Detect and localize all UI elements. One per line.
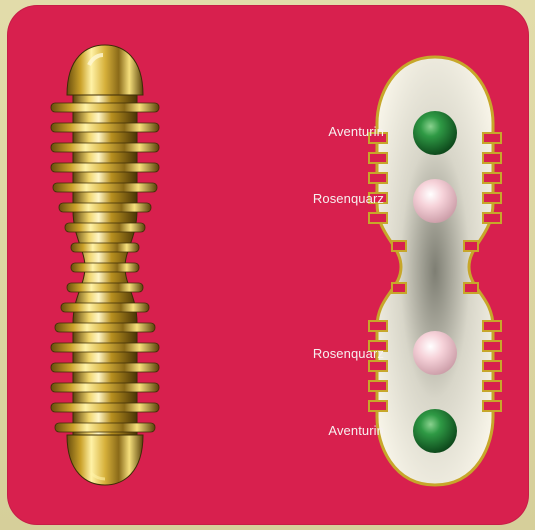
gold-capsule-ribs [51, 103, 159, 432]
capsule-rib-notches-right [483, 133, 501, 411]
capsule-cross-section [369, 57, 501, 485]
rosenquarz-stone-top [413, 179, 457, 223]
label-aventurin-top: Aventurin [328, 124, 384, 139]
label-rosenquarz-bottom: Rosenquarz [313, 346, 384, 361]
aventurin-stone-bottom [413, 409, 457, 453]
rosenquarz-stone-bottom [413, 331, 457, 375]
label-rosenquarz-top: Rosenquarz [313, 191, 384, 206]
aventurin-stone-top [413, 111, 457, 155]
label-aventurin-bottom: Aventurin [328, 423, 384, 438]
diagram-panel: Aventurin Rosenquarz Rosenquarz Aventuri… [7, 5, 529, 525]
gold-capsule [51, 45, 159, 485]
illustration [7, 5, 529, 525]
gold-capsule-top-dome [67, 45, 143, 95]
capsule-rib-notches-left [369, 133, 387, 411]
